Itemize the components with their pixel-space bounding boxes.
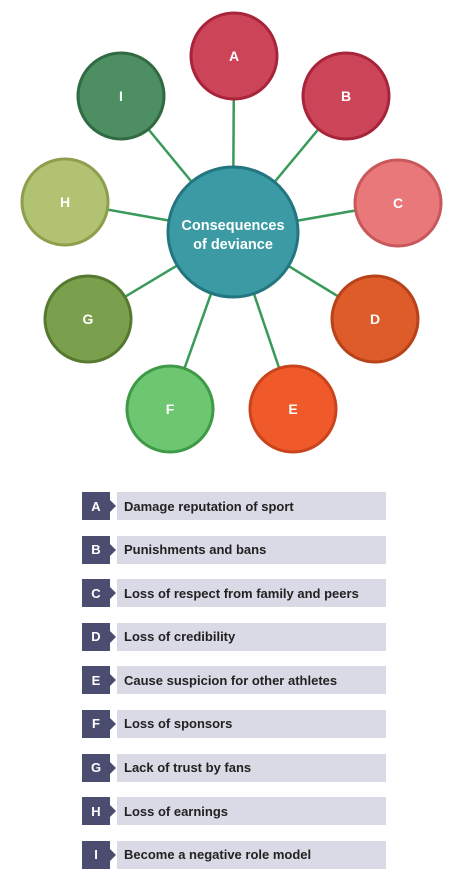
- legend-key: I: [82, 840, 116, 869]
- node-circle-b: [301, 51, 391, 141]
- legend-text: Become a negative role model: [117, 840, 386, 869]
- node-label-e: E: [288, 401, 297, 417]
- legend-key: H: [82, 797, 116, 826]
- legend-key: C: [82, 579, 116, 608]
- legend-key: D: [82, 622, 116, 651]
- node-circle-d: [330, 274, 420, 364]
- outer-nodes: A B C D E F G H I: [20, 11, 443, 454]
- node-circle-e: [248, 364, 338, 454]
- legend-key: A: [82, 492, 116, 520]
- node-label-c: C: [393, 195, 403, 211]
- legend-text: Loss of credibility: [117, 622, 386, 651]
- node-label-i: I: [119, 88, 123, 104]
- node-label-a: A: [229, 48, 239, 64]
- legend-text: Loss of earnings: [117, 797, 386, 826]
- consequences-diagram: A B C D E F G H I Consequences of deviance: [20, 11, 443, 454]
- legend-key: E: [82, 666, 116, 695]
- legend-text: Damage reputation of sport: [117, 492, 386, 520]
- node-label-g: G: [83, 311, 94, 327]
- node-label-b: B: [341, 88, 351, 104]
- center-label-line2: of deviance: [193, 237, 273, 253]
- node-label-h: H: [60, 194, 70, 210]
- node-g: G: [43, 274, 133, 364]
- node-e: E: [248, 364, 338, 454]
- node-circle-g: [43, 274, 133, 364]
- node-circle-h: [20, 157, 110, 247]
- node-f: F: [125, 364, 215, 454]
- legend-text: Loss of sponsors: [117, 709, 386, 738]
- node-circle-f: [125, 364, 215, 454]
- center-label-line1: Consequences: [181, 218, 284, 234]
- legend-key: G: [82, 753, 116, 782]
- center-node: Consequences of deviance: [166, 165, 300, 299]
- node-label-f: F: [166, 401, 175, 417]
- legend-text: Lack of trust by fans: [117, 753, 386, 782]
- center-circle: [166, 165, 300, 299]
- legend-key: F: [82, 709, 116, 738]
- legend-key: B: [82, 535, 116, 564]
- node-circle-c: [353, 158, 443, 248]
- node-b: B: [301, 51, 391, 141]
- node-d: D: [330, 274, 420, 364]
- legend-text: Punishments and bans: [117, 535, 386, 564]
- node-h: H: [20, 157, 110, 247]
- node-c: C: [353, 158, 443, 248]
- node-i: I: [76, 51, 166, 141]
- node-circle-a: [189, 11, 279, 101]
- legend-text: Cause suspicion for other athletes: [117, 666, 386, 695]
- node-label-d: D: [370, 311, 380, 327]
- node-circle-i: [76, 51, 166, 141]
- node-a: A: [189, 11, 279, 101]
- legend-text: Loss of respect from family and peers: [117, 579, 386, 608]
